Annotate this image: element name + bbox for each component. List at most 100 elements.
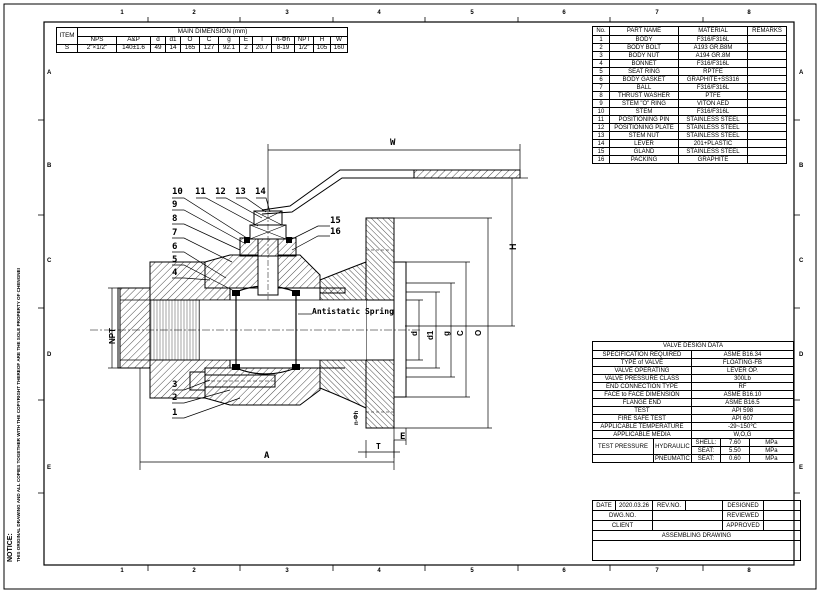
balloon-15: 15 (330, 216, 341, 226)
shell-value: 7.60 (719, 438, 750, 447)
balloon-12: 12 (215, 187, 226, 197)
dim-cell: 1/2" (294, 44, 314, 53)
parts-cell: GLAND (609, 147, 679, 156)
parts-cell: SEAT RING (609, 67, 679, 76)
balloon-8: 8 (172, 214, 178, 224)
parts-header-row: No. PART NAME MATERIAL REMARKS (592, 26, 787, 36)
design-label: VALVE PRESSURE CLASS (592, 374, 692, 383)
zone-row-d-right: D (799, 352, 804, 358)
parts-cell (747, 35, 787, 44)
parts-cell (747, 59, 787, 68)
dim-cell: S (56, 44, 78, 53)
zone-row-b-right: B (799, 163, 804, 169)
zone-row-d: D (47, 352, 52, 358)
parts-cell: 1 (592, 35, 610, 44)
dwg-no-value (652, 510, 723, 521)
main-dimension-header: MAIN DIMENSION (mm) (77, 27, 348, 37)
parts-col-material: MATERIAL (678, 26, 748, 36)
parts-cell: A194 GR.8M (678, 51, 748, 60)
parts-cell (747, 43, 787, 52)
design-value: API 607 (690, 414, 795, 423)
zone-row-e-right: E (799, 465, 804, 471)
dim-col-nh: n-Φh (271, 36, 295, 45)
approved-value (763, 520, 801, 531)
dim-cell: 127 (199, 44, 219, 53)
parts-cell: 9 (592, 99, 610, 108)
test-pressure-label: TEST PRESSURE (592, 438, 654, 455)
design-row: APPLICABLE TEMPERATURE-29~150℃ (592, 422, 795, 431)
valve-lever (261, 169, 521, 215)
dimension-data-row: S 2"×1/2" 140±1.6 49 14 165 127 92.1 2 2… (56, 44, 348, 53)
approved-label: APPROVED (722, 520, 764, 531)
dim-cell: 140±1.6 (116, 44, 151, 53)
parts-cell: 6 (592, 75, 610, 84)
notice-text: THIS ORIGINAL DRAWING AND ALL COPIES TOG… (16, 268, 21, 562)
parts-cell: 14 (592, 139, 610, 148)
zone-col-1-bottom: 1 (120, 568, 124, 574)
parts-col-name: PART NAME (609, 26, 679, 36)
zone-col-8-bottom: 8 (747, 568, 751, 574)
item-header: ITEM (56, 27, 78, 45)
parts-cell: STAINLESS STEEL (678, 147, 748, 156)
parts-cell: THRUST WASHER (609, 91, 679, 100)
seat-p-unit: MPa (748, 454, 795, 463)
title-blank-area (592, 540, 801, 561)
dim-cell: 92.1 (218, 44, 240, 53)
dim-col-d: d (150, 36, 166, 45)
dim-cell: 20.7 (252, 44, 272, 53)
dim-col-nps: NPS (77, 36, 117, 45)
parts-cell: 16 (592, 155, 610, 164)
zone-row-c: C (47, 258, 52, 264)
dim-o: O (474, 329, 483, 336)
design-value: W,O,G (690, 430, 795, 439)
client-label: CLIENT (592, 520, 653, 531)
valve-flange-right (365, 217, 407, 429)
design-title: VALVE DESIGN DATA (592, 341, 794, 351)
balloon-4: 4 (172, 268, 178, 278)
dim-col-ap: A&P (116, 36, 151, 45)
design-label: TYPE of VALVE (592, 358, 692, 367)
parts-cell: STAINLESS STEEL (678, 115, 748, 124)
dim-h: H (508, 243, 518, 251)
parts-cell: 2 (592, 43, 610, 52)
dim-cell: 160 (330, 44, 348, 53)
zone-col-7-bottom: 7 (655, 568, 659, 574)
design-label: FLANGE END (592, 398, 692, 407)
parts-cell (747, 91, 787, 100)
dim-col-d1: d1 (165, 36, 181, 45)
reviewed-label: REVIEWED (722, 510, 764, 521)
main-dimension-table: ITEM MAIN DIMENSION (mm) NPS A&P d d1 O … (56, 27, 348, 53)
parts-cell: BONNET (609, 59, 679, 68)
dim-col-w: W (330, 36, 348, 45)
zone-col-8: 8 (747, 10, 751, 16)
parts-cell: BODY (609, 35, 679, 44)
parts-cell: F316/F316L (678, 59, 748, 68)
shell-unit: MPa (748, 438, 795, 447)
parts-cell: 13 (592, 131, 610, 140)
dim-d: d (410, 331, 419, 336)
rev-value (685, 500, 723, 511)
zone-row-b: B (47, 163, 52, 169)
seat-h-value: 5.50 (719, 446, 750, 455)
dim-w: W (390, 138, 396, 148)
parts-cell: F316/F316L (678, 35, 748, 44)
drawing-title: ASSEMBLING DRAWING (592, 530, 801, 541)
zone-col-5-bottom: 5 (470, 568, 474, 574)
parts-cell: 4 (592, 59, 610, 68)
pressure-spacer (592, 454, 654, 463)
parts-cell (747, 75, 787, 84)
dim-cell: 105 (313, 44, 331, 53)
parts-cell: F316/F316L (678, 83, 748, 92)
